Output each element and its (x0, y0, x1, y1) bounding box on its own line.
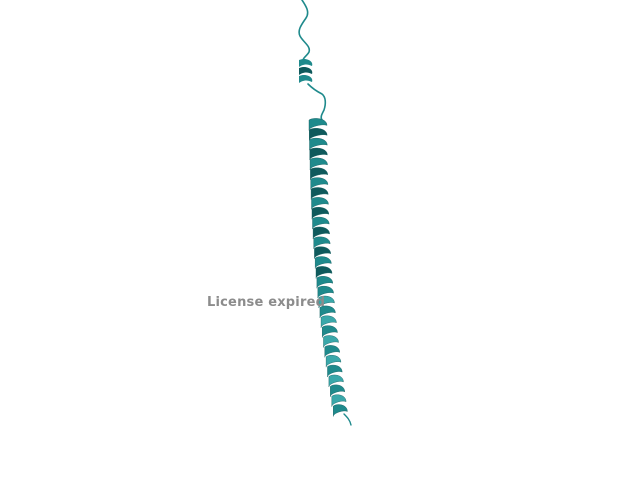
helix-turn (309, 157, 328, 170)
helix-turn (325, 355, 342, 368)
helix-turn (331, 394, 347, 407)
helix-turn (319, 305, 336, 318)
helix-turn (320, 315, 337, 328)
helix-turn (317, 285, 334, 299)
helix-turn (322, 325, 338, 338)
helix-turn (309, 128, 328, 141)
helix-turn (309, 147, 328, 161)
coil-segment (307, 83, 327, 121)
helix-turn (333, 404, 348, 417)
helix-turn (299, 66, 313, 75)
helix-turn (312, 216, 330, 230)
helix-turn (311, 207, 329, 220)
coil-segment (343, 413, 352, 426)
helix-turn (309, 137, 328, 151)
coil-segment (298, 0, 311, 63)
helix-turn (328, 374, 344, 387)
helix-turn (315, 266, 333, 279)
helix-turn (310, 167, 328, 180)
helix-turn (318, 295, 335, 309)
license-watermark: License expired (207, 295, 326, 310)
helix-turn (310, 187, 329, 200)
helix-turn (299, 58, 313, 67)
helix-turn (299, 74, 313, 83)
helix-turn (330, 384, 345, 397)
helix-turn (313, 236, 331, 249)
helix-turn (314, 246, 331, 259)
helix-turn (323, 335, 339, 348)
helix-turn (311, 197, 329, 210)
helix-turn (314, 256, 332, 269)
helix-turn (327, 364, 343, 378)
helix-turn (316, 276, 333, 289)
helix-turn (308, 118, 328, 131)
helix-turn (324, 345, 340, 358)
helix-turn (310, 177, 329, 190)
helix-turn (312, 226, 330, 239)
